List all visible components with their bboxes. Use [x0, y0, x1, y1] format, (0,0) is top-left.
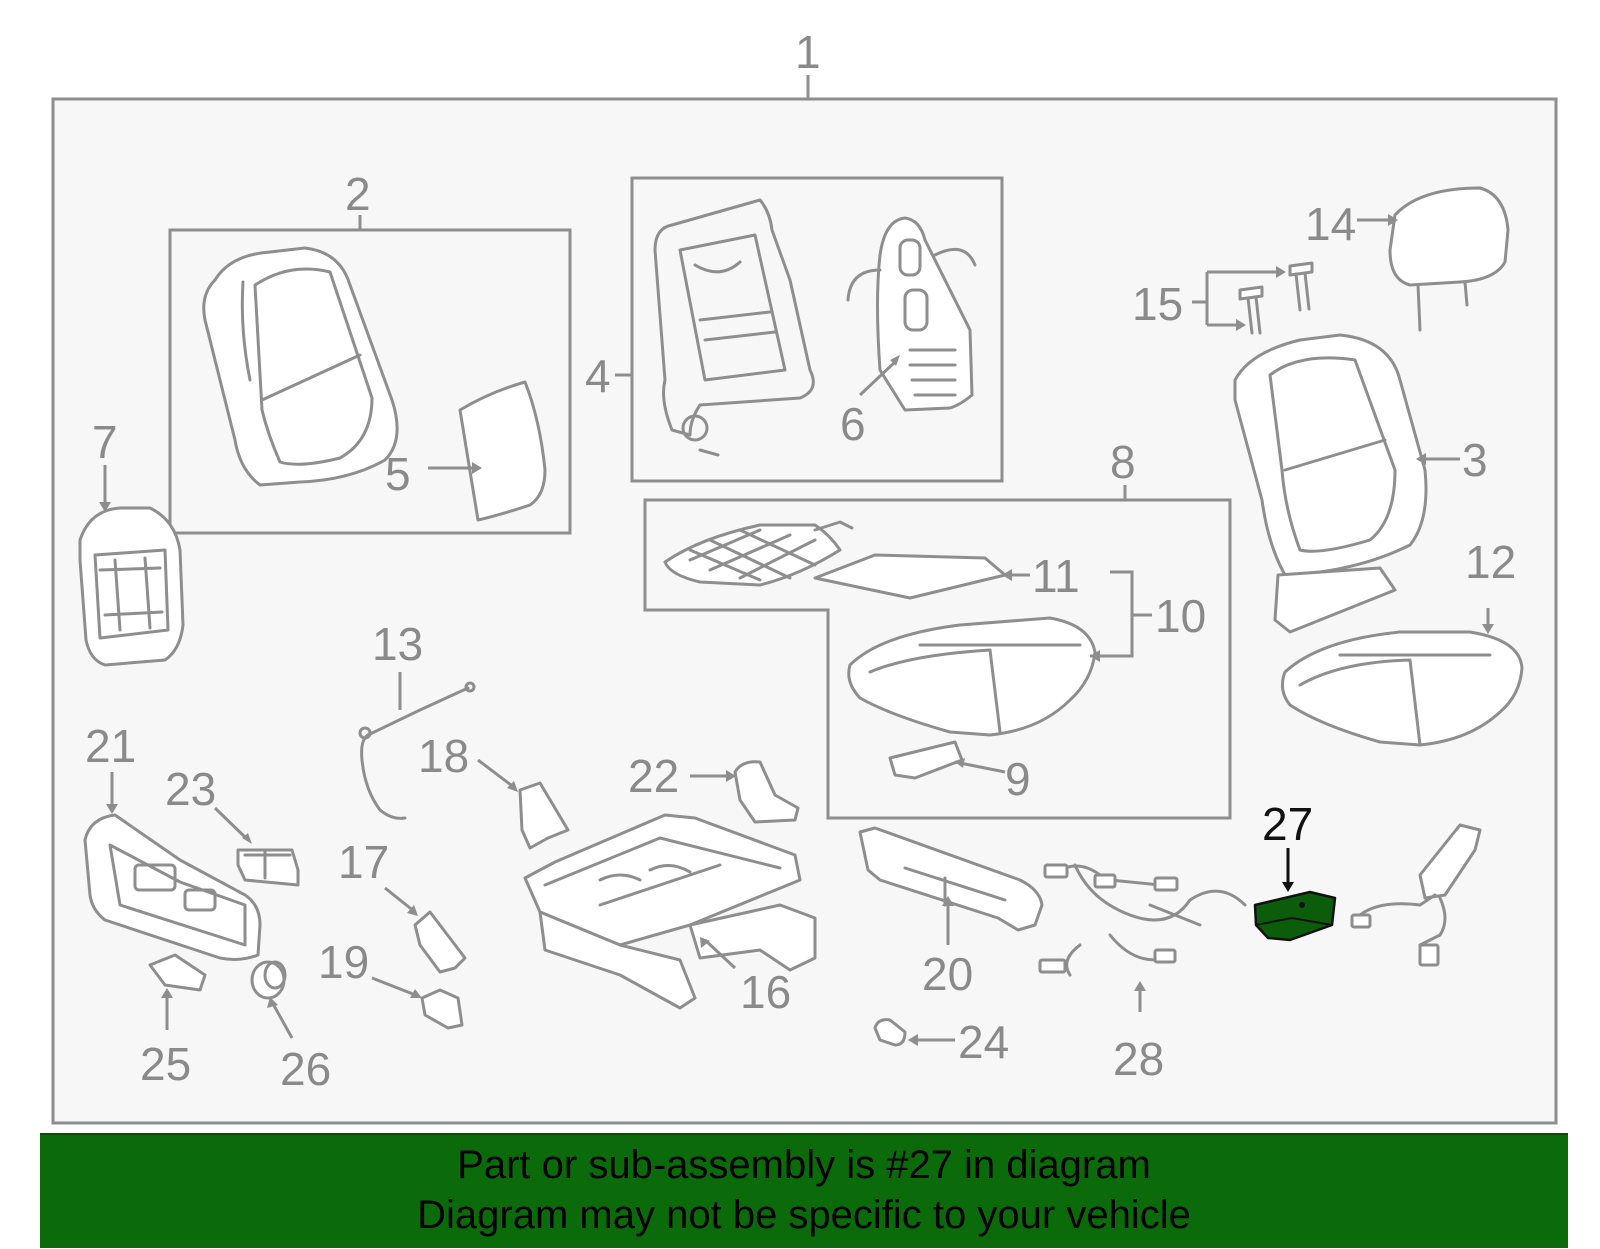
callout-13: 13: [372, 618, 423, 670]
callout-1: 1: [795, 26, 821, 78]
banner-disclaimer: Diagram may not be specific to your vehi…: [417, 1193, 1191, 1237]
wire-harness-part: [1038, 863, 1247, 977]
cover-17-part: [413, 910, 467, 974]
box-seatback-cover: [168, 228, 572, 535]
callout-25: 25: [140, 1038, 191, 1090]
cover-18-part: [518, 781, 570, 850]
callout-3: 3: [1462, 434, 1488, 486]
callout-10: 10: [1155, 590, 1206, 642]
seatback-frame-part: [653, 198, 815, 457]
sensor-harness-part: [1350, 823, 1482, 967]
headrest-part: [1388, 186, 1510, 332]
callout-26: 26: [280, 1043, 331, 1095]
callout-27: 27: [1262, 798, 1313, 850]
seatback-assembly-part: [1233, 333, 1428, 634]
seatback-panel-part: [846, 216, 977, 412]
lever-knob-part: [148, 953, 207, 992]
callout-7: 7: [92, 416, 118, 468]
seat-heater-mat-part: [663, 520, 854, 587]
callout-4: 4: [585, 350, 611, 402]
callout-14: 14: [1305, 198, 1356, 250]
callout-15: 15: [1132, 278, 1183, 330]
callout-23: 23: [165, 763, 216, 815]
cover-19-part: [420, 988, 464, 1030]
callout-24: 24: [958, 1016, 1009, 1068]
seat-pad-part: [813, 553, 1007, 600]
callout-12: 12: [1465, 536, 1516, 588]
callout-11: 11: [1032, 550, 1080, 602]
callout-5: 5: [385, 448, 411, 500]
banner-part-note: Part or sub-assembly is #27 in diagram: [457, 1143, 1151, 1187]
callout-19: 19: [318, 936, 369, 988]
seatback-cover-part: [202, 246, 399, 487]
box-seat-cushion: [643, 498, 1232, 820]
callout-9: 9: [1005, 753, 1031, 805]
plug-24-part: [873, 1018, 907, 1047]
rail-cover-part: [858, 826, 1044, 932]
lumbar-pad-part: [458, 380, 547, 522]
seat-switch-part: [236, 848, 300, 887]
seat-cushion-right-part: [1280, 630, 1524, 747]
callout-8: 8: [1110, 436, 1136, 488]
callout-18: 18: [418, 730, 469, 782]
round-knob-part: [250, 960, 287, 1000]
info-banner: Part or sub-assembly is #27 in diagram D…: [40, 1133, 1568, 1248]
callout-20: 20: [922, 948, 973, 1000]
callout-6: 6: [840, 398, 866, 450]
callout-21: 21: [85, 720, 136, 772]
recliner-cable-part: [358, 681, 476, 820]
callout-22: 22: [628, 750, 679, 802]
callout-17: 17: [338, 836, 389, 888]
cover-22-part: [733, 760, 800, 824]
callout-28: 28: [1113, 1033, 1164, 1085]
headrest-guide-part: [1238, 261, 1314, 335]
side-shield-part: [83, 813, 262, 961]
box-seatback-frame: [630, 176, 1004, 483]
seatback-board-part: [78, 506, 185, 667]
seat-cushion-part: [847, 616, 1097, 737]
callout-2: 2: [345, 168, 371, 220]
module-27-part: [1253, 890, 1337, 942]
cushion-bracket-part: [888, 740, 964, 780]
callout-16: 16: [740, 966, 791, 1018]
